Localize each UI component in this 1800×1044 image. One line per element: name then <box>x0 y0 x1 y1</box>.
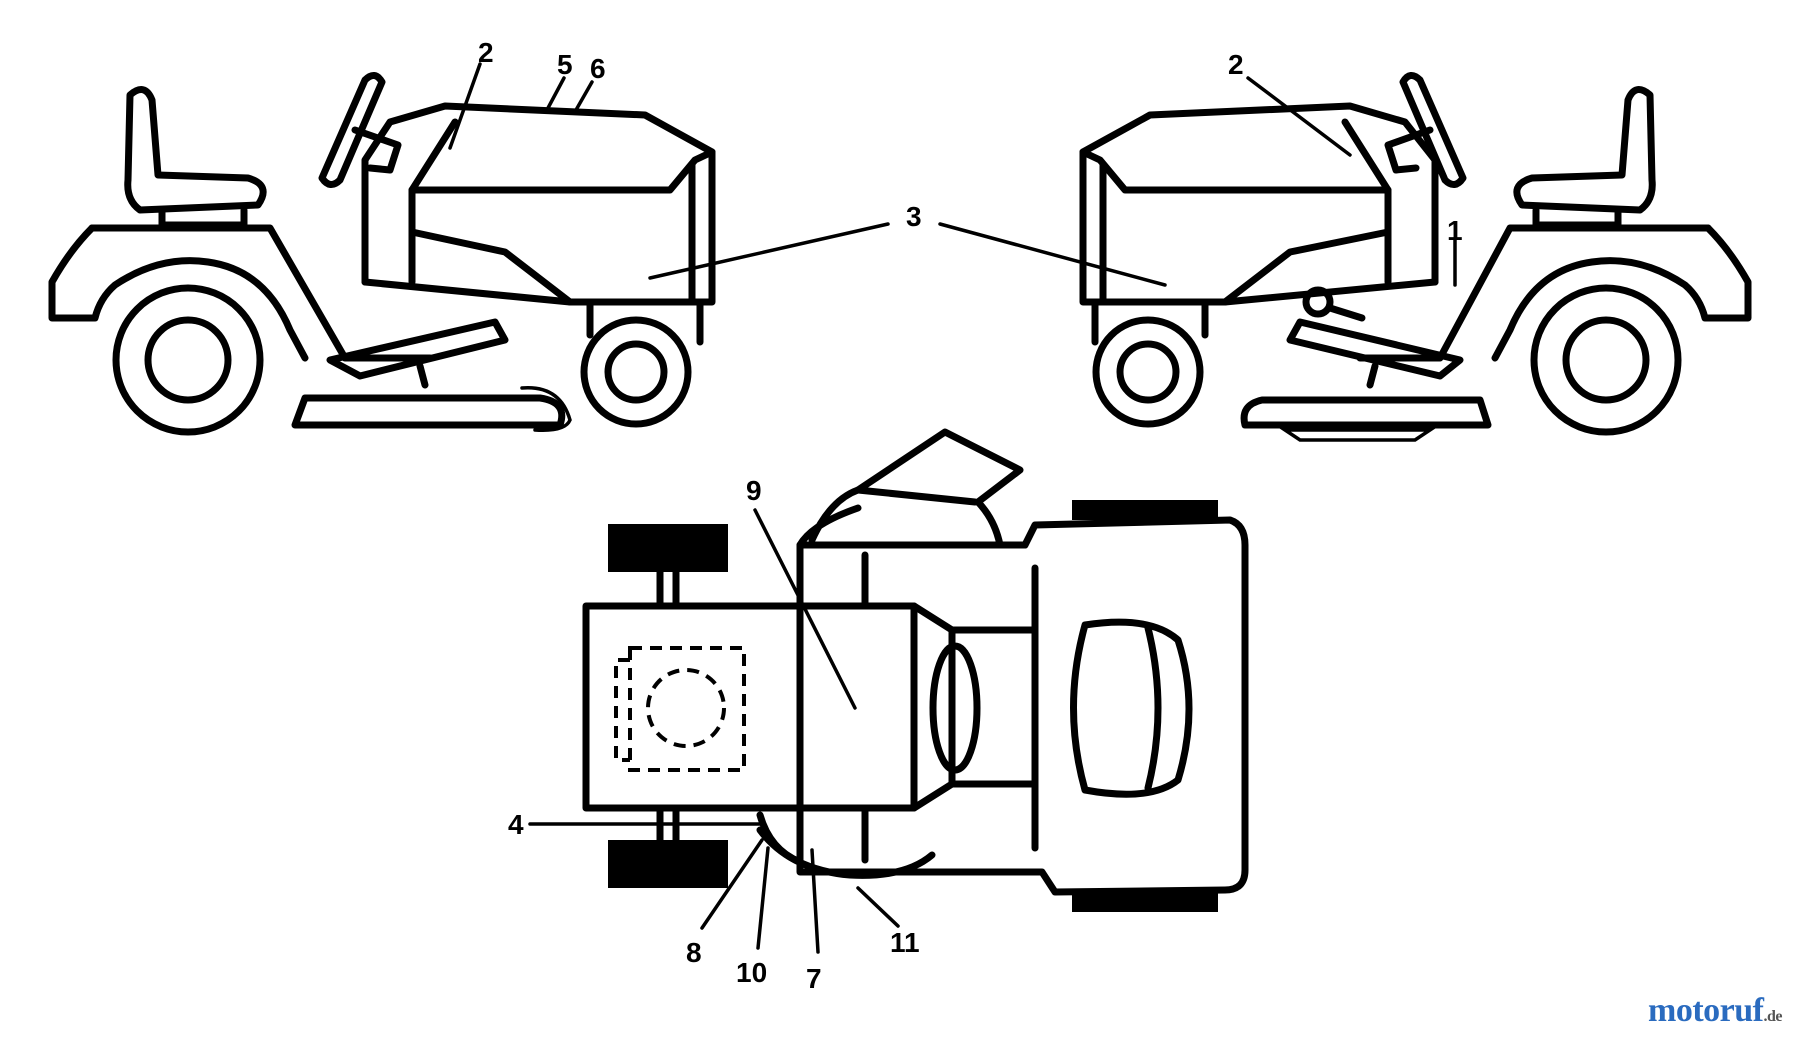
callout-left-2: 2 <box>478 37 494 68</box>
watermark-logo: motoruf.de <box>1648 992 1782 1030</box>
callout-top-8: 8 <box>686 937 702 968</box>
callout-right-1: 1 <box>1447 215 1463 246</box>
callout-left-6: 6 <box>590 53 606 84</box>
callout-labels: 2 5 6 3 2 1 9 4 8 10 7 11 <box>478 37 1463 994</box>
callout-top-11: 11 <box>890 927 920 958</box>
callout-top-9: 9 <box>746 475 762 506</box>
watermark-text: motoruf <box>1648 992 1764 1029</box>
right-side-view-tractor <box>1079 72 1752 442</box>
callout-right-2: 2 <box>1228 49 1244 80</box>
top-view-tractor <box>582 428 1249 912</box>
watermark-suffix: .de <box>1763 1008 1783 1025</box>
callout-left-5: 5 <box>557 49 573 80</box>
left-side-view-tractor <box>48 72 716 436</box>
leader-lines <box>448 62 1457 954</box>
callout-center-3: 3 <box>906 201 922 232</box>
callout-top-10: 10 <box>736 957 767 988</box>
callout-top-7: 7 <box>806 963 822 994</box>
callout-top-4: 4 <box>508 809 524 840</box>
